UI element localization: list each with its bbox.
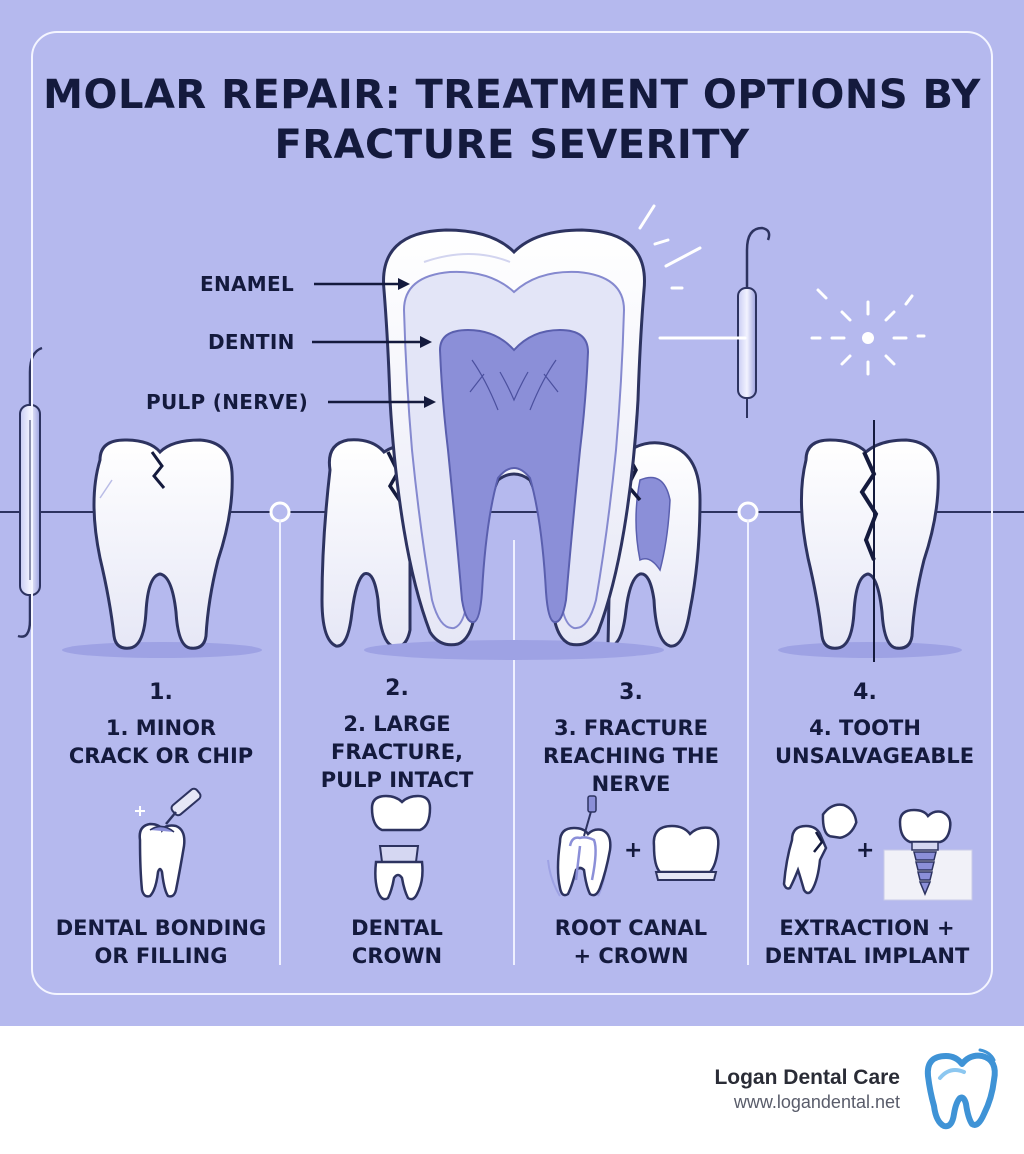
dental-probe-icon (737, 226, 771, 418)
stage-number: 2. (385, 676, 409, 701)
extracted-tooth-icon (782, 803, 858, 895)
stage-title: 4. TOOTH UNSALVAGEABLE (775, 716, 975, 768)
stage-2: 2. 2. LARGE FRACTURE, PULP INTACT (282, 676, 512, 794)
root-canal-icon (547, 795, 612, 897)
page-title: MOLAR REPAIR: TREATMENT OPTIONS BY FRACT… (43, 72, 981, 168)
treatment-label: DENTAL CROWN (351, 916, 443, 968)
treatment-2: DENTAL CROWN (282, 914, 512, 970)
stage-number: 4. (853, 680, 877, 705)
stage-3: 3. 3. FRACTURE REACHING THE NERVE (516, 680, 746, 798)
molar-cross-section (364, 228, 664, 660)
treatment-3: ROOT CANAL + CROWN (516, 914, 746, 970)
treatment-4: EXTRACTION + DENTAL IMPLANT (750, 914, 984, 970)
tooth-unsalvageable (778, 420, 962, 662)
tooth-minor-crack (62, 438, 262, 658)
brand-name: Logan Dental Care (714, 1066, 900, 1089)
stage-number: 3. (619, 680, 643, 705)
plus-sign: + (624, 838, 643, 863)
stage-title: 2. LARGE FRACTURE, PULP INTACT (320, 712, 474, 792)
treatment-label: DENTAL BONDING OR FILLING (55, 916, 267, 968)
implant-icon (883, 808, 973, 901)
tooth-large-fracture (320, 438, 412, 649)
stage-title: 3. FRACTURE REACHING THE NERVE (543, 716, 719, 796)
crown-icon (370, 794, 432, 901)
layer-label-pulp: PULP (NERVE) (146, 390, 309, 414)
plus-sign: + (856, 838, 875, 863)
stage-number: 1. (149, 680, 173, 705)
layer-arrows (312, 278, 436, 408)
layer-label-dentin: DENTIN (208, 330, 295, 354)
tooth-nerve-fracture (606, 441, 702, 648)
logo-tooth-icon (924, 1048, 998, 1130)
bonding-tool-icon (135, 787, 202, 898)
layer-label-enamel: ENAMEL (200, 272, 294, 296)
content-frame (31, 31, 993, 995)
treatment-label: EXTRACTION + DENTAL IMPLANT (764, 916, 970, 968)
stage-1: 1. 1. MINOR CRACK OR CHIP (44, 680, 278, 770)
stage-title: 1. MINOR CRACK OR CHIP (68, 716, 254, 768)
treatment-label: ROOT CANAL + CROWN (554, 916, 708, 968)
stage-4: 4. 4. TOOTH UNSALVAGEABLE (750, 680, 980, 770)
illustration-canvas (0, 204, 1024, 965)
brand-url[interactable]: www.logandental.net (733, 1092, 900, 1112)
sparkle-decoration (638, 204, 926, 376)
crown-cap-icon (652, 824, 720, 881)
treatment-1: DENTAL BONDING OR FILLING (44, 914, 278, 970)
